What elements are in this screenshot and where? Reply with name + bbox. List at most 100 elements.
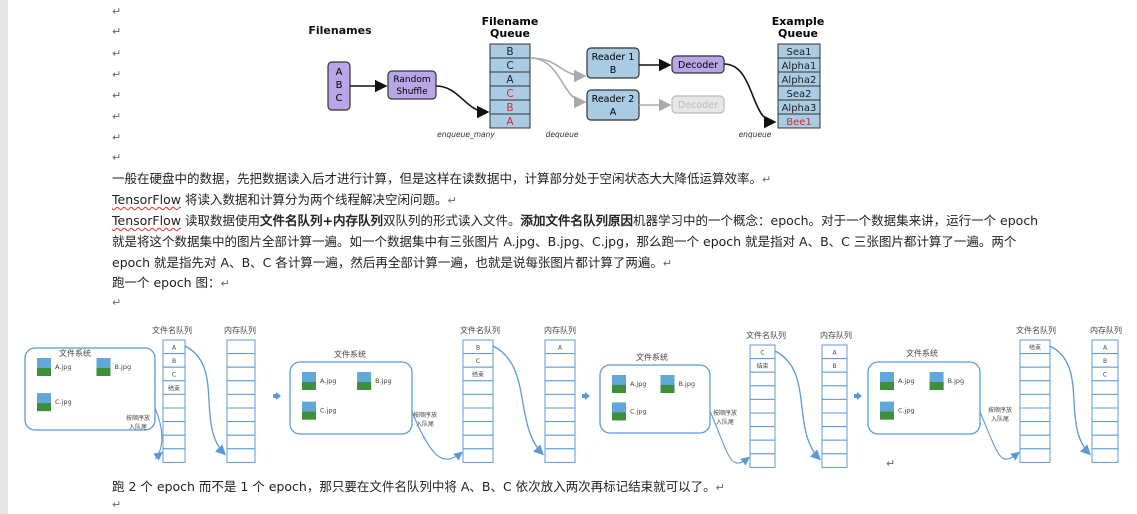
name-queue-cell xyxy=(1019,380,1051,395)
name-queue-item: 结束 xyxy=(1029,344,1041,352)
file-label: C.jpg xyxy=(898,407,915,415)
memory-queue-cell xyxy=(544,448,576,463)
file-label: B.jpg xyxy=(948,377,965,385)
memory-queue-cell xyxy=(226,434,256,450)
memory-queue-cell xyxy=(821,412,848,428)
image-thumbnail-ground xyxy=(612,412,626,421)
image-thumbnail-ground xyxy=(302,411,316,420)
image-thumbnail-ground xyxy=(37,368,51,376)
queue-cell-label: C xyxy=(506,60,513,72)
enqueue-many-label: enqueue_many xyxy=(437,130,495,139)
enqueue-arrow xyxy=(709,410,750,466)
name-queue-cell xyxy=(749,453,776,468)
name-queue-cell xyxy=(749,439,776,455)
memory-queue-cell xyxy=(226,353,256,368)
image-thumbnail-ground xyxy=(612,385,626,393)
memory-queue-label: 内存队列 xyxy=(544,325,576,335)
tensorflow-word: TensorFlow xyxy=(112,213,181,228)
name-queue-cell xyxy=(749,385,776,400)
name-queue-cell xyxy=(749,398,776,414)
next-stage-arrow-icon xyxy=(276,392,281,400)
memory-queue-cell xyxy=(821,398,848,414)
file-system-box xyxy=(24,347,156,431)
example-queue-title: Example xyxy=(772,15,825,28)
file-system-box xyxy=(599,364,711,434)
file-label: A.jpg xyxy=(630,380,646,388)
name-queue-item: C xyxy=(760,350,764,357)
memory-queue-cell xyxy=(226,448,256,463)
name-queue-item: C xyxy=(476,358,480,365)
name-queue-cell xyxy=(1019,366,1051,382)
paragraph-mark: ↵ xyxy=(112,25,122,38)
example-queue-title: Queue xyxy=(778,27,818,40)
memory-queue-cell xyxy=(821,426,848,441)
file-label: A.jpg xyxy=(55,363,71,371)
memory-queue-label: 内存队列 xyxy=(224,325,256,335)
reader-1-node xyxy=(586,47,640,79)
memory-queue-cell xyxy=(544,434,576,450)
memory-queue-label: 内存队列 xyxy=(820,330,852,340)
tf-pipeline-diagram: Filenames A B C Random Shuffle Filename … xyxy=(308,15,825,139)
shuffle-label: Random xyxy=(393,75,430,85)
paragraph-5-text: 跑 2 个 epoch 而不是 1 个 epoch，那只要在文件名队列中将 A、… xyxy=(112,479,716,494)
enqueue-text: 入队尾 xyxy=(416,420,434,428)
dequeue-arrow xyxy=(1049,345,1091,456)
name-queue-cell xyxy=(462,380,494,395)
paragraph-mark: ↵ xyxy=(112,131,122,144)
paragraph-2: TensorFlow 将读入数据和计算分为两个线程解决空闲问题。↵ xyxy=(112,189,1047,211)
dequeue-arrow xyxy=(774,350,821,461)
name-queue-label: 文件名队列 xyxy=(460,325,500,335)
arrow xyxy=(723,63,777,129)
file-system-box xyxy=(289,361,413,435)
arrow xyxy=(529,57,587,109)
random-shuffle-node xyxy=(387,70,437,100)
enqueue-arrow xyxy=(411,411,463,461)
queue-cell-label: A xyxy=(506,74,514,86)
dequeue-arrow xyxy=(184,345,226,456)
reader-2-label: Reader 2 xyxy=(592,94,635,105)
enqueue-text: 按顺序放 xyxy=(413,411,437,419)
decoder-inactive-node xyxy=(671,95,725,114)
memory-queue-cell xyxy=(226,393,256,409)
queue-cell-label: C xyxy=(506,88,513,100)
paragraph-mark: ↵ xyxy=(112,68,122,81)
filenames-title: Filenames xyxy=(308,24,372,37)
next-stage-arrow-icon xyxy=(857,392,862,400)
name-queue-item: 结束 xyxy=(756,362,768,370)
memory-queue-item: A xyxy=(558,345,563,352)
file-system-label: 文件系统 xyxy=(59,348,91,358)
example-cell xyxy=(777,113,821,129)
name-queue-label: 文件名队列 xyxy=(152,325,192,335)
dequeue-label: dequeue xyxy=(546,130,579,139)
name-queue-cell xyxy=(162,434,186,450)
memory-queue-cell xyxy=(544,421,576,436)
paragraph-1-text: 一般在硬盘中的数据，先把数据读入后才进行计算，但是这样在读数据中，计算部分处于空… xyxy=(112,171,763,186)
bold-reason: 添加文件名队列原因 xyxy=(520,213,633,228)
enqueue-text: 入队尾 xyxy=(716,418,734,426)
filename-item: A xyxy=(336,67,343,78)
name-queue-cell xyxy=(162,393,186,409)
file-system-label: 文件系统 xyxy=(334,349,366,359)
name-queue-cell xyxy=(749,371,776,387)
paragraph-mark: ↵ xyxy=(112,110,122,123)
example-cell-label: Sea2 xyxy=(787,89,812,100)
memory-queue-item: A xyxy=(832,350,837,357)
queue-cell-label: A xyxy=(506,116,514,128)
example-cell-label: Sea1 xyxy=(787,47,812,58)
document-margin-bar xyxy=(0,0,8,514)
file-label: B.jpg xyxy=(115,363,132,371)
name-queue-label: 文件名队列 xyxy=(1016,325,1056,335)
image-thumbnail-ground xyxy=(660,385,675,393)
image-thumbnail-ground xyxy=(880,382,894,390)
memory-queue-cell xyxy=(226,407,256,423)
tensorflow-word: TensorFlow xyxy=(112,192,181,207)
next-stage-arrow-icon xyxy=(585,392,590,400)
name-queue-cell xyxy=(1019,448,1051,463)
name-queue-cell xyxy=(1019,434,1051,450)
memory-queue-cell xyxy=(821,371,848,387)
paragraph-3-text: 机器学习中的一个概念：epoch。对于一个数据集来讲，运行一个 epoch 就是… xyxy=(112,213,1039,270)
enqueue-text: 入队尾 xyxy=(129,423,147,431)
name-queue-cell xyxy=(162,407,186,423)
file-label: B.jpg xyxy=(679,380,696,388)
